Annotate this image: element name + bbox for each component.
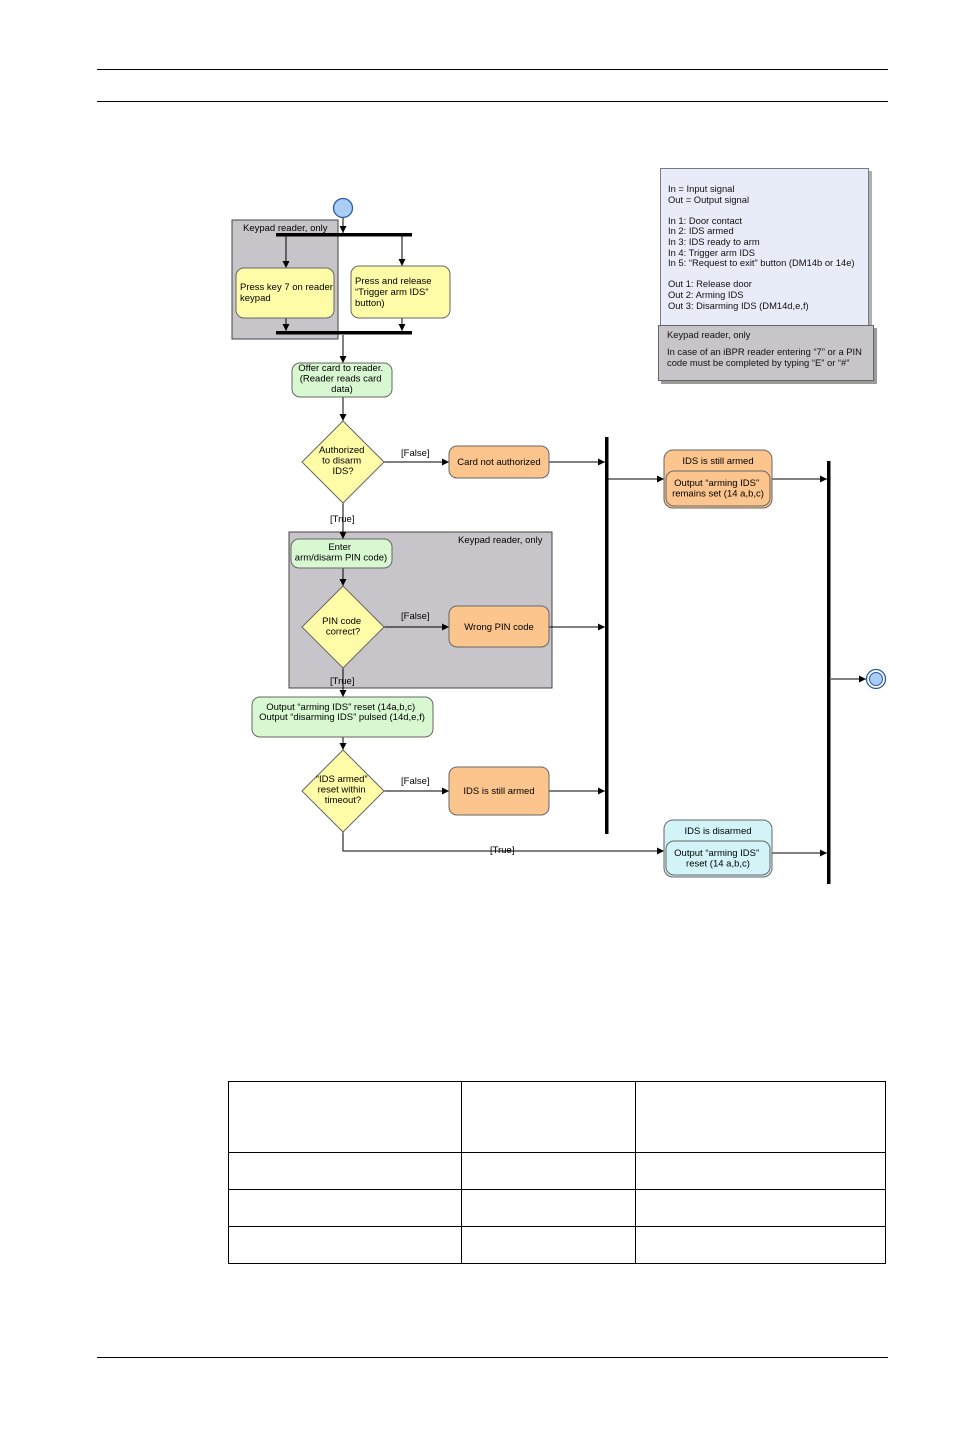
legend-line: Out = Output signal <box>668 193 750 205</box>
action-ids-still-armed-2 <box>448 766 550 816</box>
table-cell <box>228 1152 462 1190</box>
legend-box: In = Input signal Out = Output signal In… <box>660 168 869 328</box>
action-output-reset <box>251 696 434 738</box>
legend-line: In 2: IDS armed <box>668 225 734 237</box>
action-press-key7-label: Press key 7 on reader keypad <box>240 282 336 304</box>
legend-note-line: In case of an iBPR reader entering “7” o… <box>667 345 862 357</box>
action-card-not-authorized-label: Card not authorized <box>457 457 540 468</box>
guard-false-3: [False] <box>401 776 430 787</box>
decision-pin-correct <box>301 585 385 669</box>
start-node <box>332 197 354 219</box>
state-ids-disarmed-title: IDS is disarmed <box>684 826 751 837</box>
action-wrong-pin <box>448 605 550 648</box>
state-ids-still-armed-inner <box>665 470 771 507</box>
edges <box>282 218 866 857</box>
legend-line: Out 3: Disarming IDS (DM14d,e,f) <box>668 299 809 311</box>
decision-ids-armed-reset-label: “IDS armed” reset within timeout? <box>316 774 370 806</box>
decision-pin-correct-label: PIN code correct? <box>322 616 364 638</box>
action-output-reset-label: Output “arming IDS” reset (14a,b,c) Outp… <box>259 702 425 723</box>
table-cell <box>228 1189 462 1227</box>
table-row <box>228 1189 886 1227</box>
legend-line: Out 1: Release door <box>668 278 752 290</box>
decision-authorized <box>301 420 385 504</box>
state-ids-still-armed-title: IDS is still armed <box>682 456 753 467</box>
action-press-trigger-label: Press and release “Trigger arm IDS” butt… <box>355 276 434 309</box>
action-offer-card-label: Offer card to reader. (Reader reads card… <box>298 363 385 395</box>
decision-authorized-label: Authorized to disarm IDS? <box>319 445 367 477</box>
table-cell <box>460 1152 637 1190</box>
guard-false-2: [False] <box>401 611 430 622</box>
legend-note: Keypad reader, only In case of an iBPR r… <box>658 325 874 381</box>
legend-note-title: Keypad reader, only <box>667 329 751 340</box>
header-rule-bottom <box>97 101 888 102</box>
join-bar-right-1 <box>605 437 609 834</box>
table-cell <box>635 1226 886 1264</box>
guard-true-2: [True] <box>330 676 354 687</box>
state-ids-disarmed-inner <box>665 840 771 876</box>
end-node-inner <box>869 672 883 686</box>
action-enter-pin-label: Enter arm/disarm PIN code) <box>295 542 387 564</box>
table-cell <box>228 1081 462 1153</box>
action-wrong-pin-label: Wrong PIN code <box>464 622 534 633</box>
table-row <box>228 1152 886 1190</box>
action-enter-pin <box>290 538 393 569</box>
table-cell <box>460 1189 637 1227</box>
table-row <box>228 1226 886 1264</box>
state-ids-still-armed-inner-label: Output “arming IDS” remains set (14 a,b,… <box>672 478 764 500</box>
legend-line: In 4: Trigger arm IDS <box>668 246 756 258</box>
fork-bar-top <box>276 233 412 237</box>
footer-rule <box>97 1357 888 1358</box>
signal-table <box>228 1081 886 1264</box>
table-cell <box>228 1226 462 1264</box>
action-ids-still-armed-2-label: IDS is still armed <box>463 786 534 797</box>
table-cell <box>460 1081 637 1153</box>
legend-line: In = Input signal <box>668 183 735 194</box>
action-card-not-authorized <box>448 445 550 479</box>
action-press-trigger <box>350 265 451 319</box>
table-header-row <box>228 1081 886 1153</box>
state-ids-disarmed-inner-label: Output “arming IDS” reset (14 a,b,c) <box>674 848 762 870</box>
keypad-lane-mid-label: Keypad reader, only <box>458 535 543 546</box>
header-rule-top <box>97 69 888 70</box>
join-bar-right-2 <box>827 461 831 884</box>
decision-ids-armed-reset <box>301 749 385 833</box>
table-cell <box>460 1226 637 1264</box>
table-cell <box>635 1081 886 1153</box>
legend-line: In 3: IDS ready to arm <box>668 235 760 247</box>
guard-true-3: [True] <box>490 845 514 856</box>
guard-true-1: [True] <box>330 514 354 525</box>
legend-note-line: code must be completed by typing “E” or … <box>667 356 850 368</box>
legend-line: In 1: Door contact <box>668 214 742 226</box>
action-offer-card <box>291 362 393 398</box>
legend-line: Out 2: Arming IDS <box>668 288 744 300</box>
guard-false-1: [False] <box>401 448 430 459</box>
join-bar-top <box>276 331 412 335</box>
table-cell <box>635 1189 886 1227</box>
keypad-lane-top-label: Keypad reader, only <box>243 223 328 234</box>
table-cell <box>635 1152 886 1190</box>
legend-line: In 5: “Request to exit” button (DM14b or… <box>668 257 855 269</box>
action-press-key7 <box>235 267 335 319</box>
